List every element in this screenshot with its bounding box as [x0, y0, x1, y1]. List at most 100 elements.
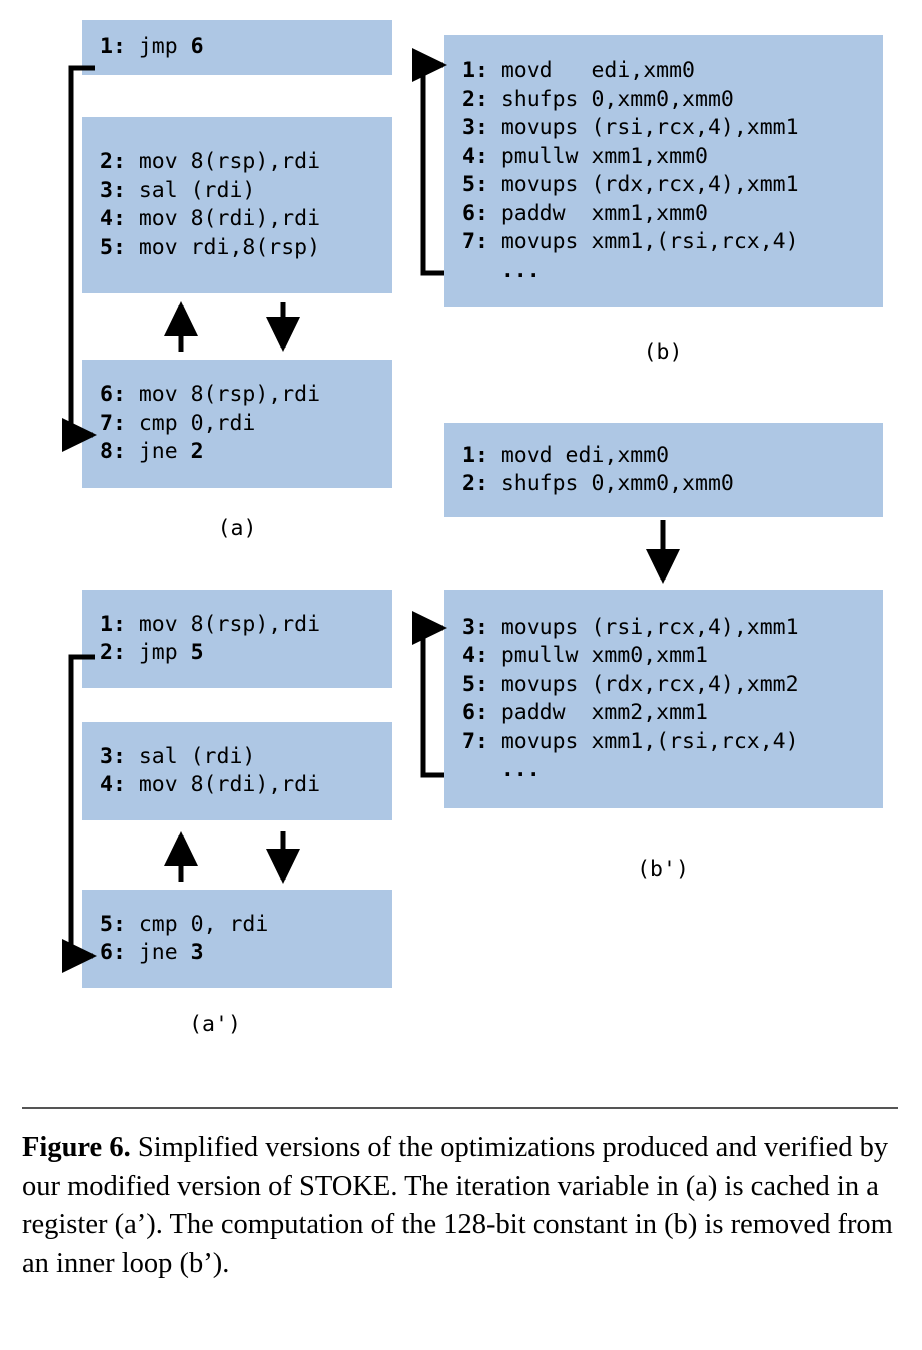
- code-line: 3: sal (rdi): [82, 177, 392, 206]
- line-text: cmp 0, rdi: [125, 911, 269, 937]
- line-text: ...: [462, 257, 540, 283]
- code-line: 1: movd edi,xmm0: [444, 442, 883, 471]
- line-text: mov 8(rsp),rdi: [125, 611, 321, 637]
- jump-target: 3: [190, 940, 204, 965]
- code-block-bp2: 3: movups (rsi,rcx,4),xmm1 4: pmullw xmm…: [444, 590, 883, 808]
- line-text: shufps 0,xmm0,xmm0: [487, 86, 734, 112]
- line-number: 5:: [100, 234, 126, 260]
- line-text: movups (rsi,rcx,4),xmm1: [487, 614, 799, 640]
- code-line-ellipsis: ...: [444, 257, 883, 286]
- line-text: movups xmm1,(rsi,rcx,4): [487, 728, 799, 754]
- panel-label-b: (b): [643, 340, 683, 365]
- line-text: movups xmm1,(rsi,rcx,4): [487, 229, 799, 254]
- line-number: 2:: [462, 471, 488, 496]
- code-block-b1: 1: movd edi,xmm0 2: shufps 0,xmm0,xmm0 3…: [444, 35, 883, 307]
- code-line: 2: mov 8(rsp),rdi: [82, 148, 392, 177]
- code-line: 3: sal (rdi): [82, 743, 392, 772]
- code-line: 1: mov 8(rsp),rdi: [82, 611, 392, 640]
- line-text: ...: [462, 757, 540, 782]
- code-line: 1: jmp 6: [82, 33, 392, 62]
- figure-caption-text: Simplified versions of the optimizations…: [22, 1132, 893, 1279]
- line-number: 6:: [462, 700, 488, 725]
- line-text: mov 8(rsp),rdi: [125, 149, 321, 174]
- line-text: jne: [125, 439, 191, 465]
- code-block-a2: 2: mov 8(rsp),rdi 3: sal (rdi) 4: mov 8(…: [82, 117, 392, 293]
- code-block-ap1: 1: mov 8(rsp),rdi 2: jmp 5: [82, 590, 392, 688]
- line-number: 5:: [462, 671, 488, 697]
- code-line: 3: movups (rsi,rcx,4),xmm1: [444, 114, 883, 143]
- line-text: paddw xmm1,xmm0: [487, 200, 708, 226]
- code-line: 4: mov 8(rdi),rdi: [82, 771, 392, 800]
- code-line: 8: jne 2: [82, 438, 392, 467]
- code-line: 2: jmp 5: [82, 639, 392, 668]
- line-text: movups (rdx,rcx,4),xmm2: [487, 671, 799, 697]
- code-line: 5: cmp 0, rdi: [82, 911, 392, 940]
- line-text: sal (rdi): [125, 177, 256, 203]
- line-number: 6:: [462, 200, 488, 226]
- line-number: 1:: [100, 611, 126, 637]
- code-block-bp1: 1: movd edi,xmm0 2: shufps 0,xmm0,xmm0: [444, 423, 883, 517]
- line-number: 1:: [462, 58, 488, 83]
- code-block-ap3: 5: cmp 0, rdi 6: jne 3: [82, 890, 392, 988]
- arrow-bp-loop: [412, 611, 448, 778]
- code-line: 7: cmp 0,rdi: [82, 410, 392, 439]
- panel-label-a-prime: (a'): [189, 1012, 241, 1037]
- code-line: 6: paddw xmm2,xmm1: [444, 699, 883, 728]
- line-text: sal (rdi): [125, 743, 256, 769]
- code-line: 5: mov rdi,8(rsp): [82, 234, 392, 263]
- line-number: 4:: [100, 772, 126, 797]
- panel-label-a: (a): [217, 516, 257, 541]
- line-number: 3:: [100, 743, 126, 769]
- code-line: 5: movups (rdx,rcx,4),xmm1: [444, 171, 883, 200]
- jump-target: 2: [190, 439, 204, 465]
- arrow-b-loop: [412, 48, 448, 276]
- line-text: paddw xmm2,xmm1: [487, 700, 708, 725]
- line-text: movd edi,xmm0: [487, 58, 695, 83]
- code-line: 2: shufps 0,xmm0,xmm0: [444, 470, 883, 499]
- code-line: 6: paddw xmm1,xmm0: [444, 200, 883, 229]
- code-line: 2: shufps 0,xmm0,xmm0: [444, 86, 883, 115]
- line-text: movd edi,xmm0: [487, 442, 670, 468]
- code-line: 4: pmullw xmm1,xmm0: [444, 143, 883, 172]
- line-number: 1:: [100, 34, 126, 60]
- line-number: 8:: [100, 439, 126, 465]
- code-line: 4: mov 8(rdi),rdi: [82, 205, 392, 234]
- figure-caption: Figure 6. Simplified versions of the opt…: [22, 1129, 906, 1283]
- jump-target: 5: [190, 640, 204, 665]
- line-text: pmullw xmm1,xmm0: [487, 143, 708, 169]
- line-text: mov 8(rdi),rdi: [125, 772, 321, 797]
- code-block-ap2: 3: sal (rdi) 4: mov 8(rdi),rdi: [82, 722, 392, 820]
- line-number: 5:: [462, 172, 488, 197]
- line-number: 7:: [100, 410, 126, 436]
- line-text: movups (rdx,rcx,4),xmm1: [487, 172, 799, 197]
- line-text: jne: [125, 940, 191, 965]
- line-number: 2:: [462, 86, 488, 112]
- code-line: 4: pmullw xmm0,xmm1: [444, 642, 883, 671]
- line-text: movups (rsi,rcx,4),xmm1: [487, 115, 799, 140]
- line-number: 7:: [462, 229, 488, 254]
- caption-divider: [22, 1107, 898, 1109]
- figure-number: Figure 6.: [22, 1132, 131, 1163]
- jump-target: 6: [190, 34, 204, 60]
- line-number: 6:: [100, 382, 126, 408]
- line-number: 2:: [100, 640, 126, 665]
- line-number: 4:: [462, 143, 488, 169]
- line-number: 1:: [462, 442, 488, 468]
- line-text: mov rdi,8(rsp): [125, 234, 321, 260]
- line-text: cmp 0,rdi: [125, 410, 256, 436]
- line-number: 7:: [462, 728, 488, 754]
- line-text: pmullw xmm0,xmm1: [487, 643, 708, 668]
- line-number: 3:: [462, 614, 488, 640]
- line-number: 3:: [100, 177, 126, 203]
- line-number: 4:: [100, 206, 126, 231]
- line-text: jmp: [125, 34, 191, 60]
- line-text: mov 8(rdi),rdi: [125, 206, 321, 231]
- line-text: mov 8(rsp),rdi: [125, 382, 321, 408]
- code-block-a1: 1: jmp 6: [82, 20, 392, 75]
- code-block-a3: 6: mov 8(rsp),rdi 7: cmp 0,rdi 8: jne 2: [82, 360, 392, 488]
- line-number: 3:: [462, 115, 488, 140]
- code-line: 6: mov 8(rsp),rdi: [82, 381, 392, 410]
- line-text: shufps 0,xmm0,xmm0: [487, 471, 734, 496]
- code-line: 7: movups xmm1,(rsi,rcx,4): [444, 728, 883, 757]
